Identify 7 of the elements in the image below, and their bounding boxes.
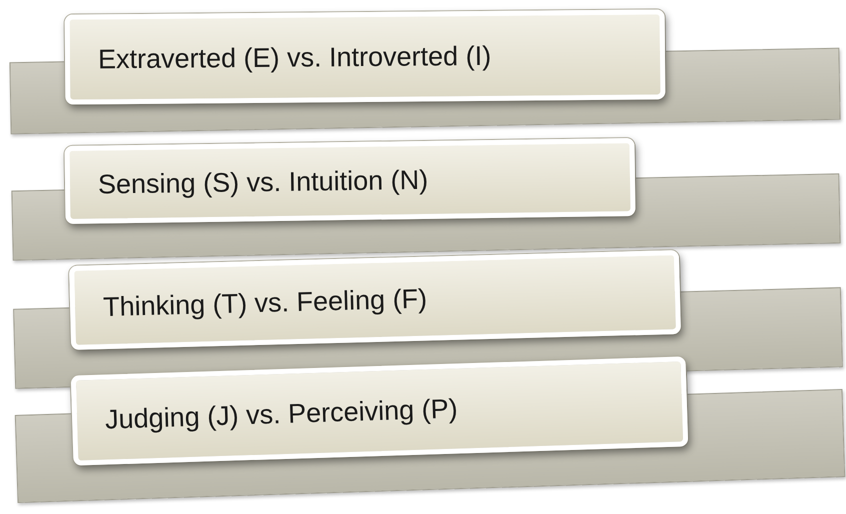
- label-box: [64, 9, 666, 105]
- dichotomy-label: Judging (J) vs. Perceiving (P): [104, 393, 458, 436]
- dichotomy-label: Thinking (T) vs. Feeling (F): [102, 283, 428, 323]
- label-box: [69, 250, 681, 350]
- dichotomy-label: Sensing (S) vs. Intuition (N): [98, 164, 428, 200]
- dichotomy-label: Extraverted (E) vs. Introverted (I): [98, 40, 492, 75]
- label-box: [64, 138, 636, 224]
